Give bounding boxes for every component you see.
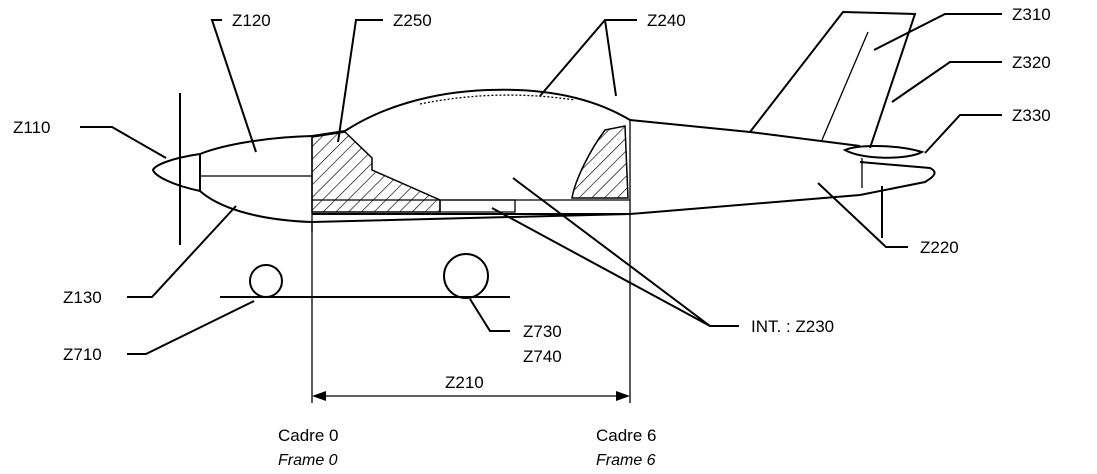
label-cadre-6: Cadre 6 xyxy=(596,426,656,445)
label-z730: Z730 xyxy=(523,322,562,341)
leader-lines xyxy=(80,13,1002,355)
arrow-right-icon xyxy=(616,391,630,401)
vertical-fin xyxy=(749,10,917,149)
canopy-outline xyxy=(311,88,631,137)
arrow-left-icon xyxy=(312,391,326,401)
aircraft-outline xyxy=(151,10,936,245)
label-z740: Z740 xyxy=(523,347,562,366)
frame-labels: Cadre 0 Frame 0 Cadre 6 Frame 6 xyxy=(278,426,656,469)
main-wheel xyxy=(443,253,489,299)
label-frame-0: Frame 0 xyxy=(278,452,338,469)
label-z220: Z220 xyxy=(920,238,959,257)
label-z130: Z130 xyxy=(63,288,102,307)
label-z210: Z210 xyxy=(445,373,484,392)
hatch-front-zone xyxy=(311,131,441,213)
cowling-top xyxy=(199,135,313,155)
zone-labels: Z110 Z120 Z250 Z240 Z310 Z320 Z330 Z220 … xyxy=(13,5,1051,392)
label-z120: Z120 xyxy=(232,11,271,30)
label-z330: Z330 xyxy=(1012,106,1051,125)
hatch-rear-zone xyxy=(571,125,629,199)
label-z250: Z250 xyxy=(393,11,432,30)
nose-wheel xyxy=(249,264,283,298)
label-z320: Z320 xyxy=(1012,53,1051,72)
label-z240: Z240 xyxy=(647,11,686,30)
label-z710: Z710 xyxy=(63,345,102,364)
landing-gear xyxy=(220,253,510,299)
label-z310: Z310 xyxy=(1012,5,1051,24)
frame-markers xyxy=(311,214,631,403)
label-int-z230: INT. : Z230 xyxy=(751,317,834,336)
hatched-zones xyxy=(311,125,629,213)
label-frame-6: Frame 6 xyxy=(596,452,656,469)
label-z110: Z110 xyxy=(13,118,51,137)
label-cadre-0: Cadre 0 xyxy=(278,426,338,445)
spinner xyxy=(151,153,201,192)
cowling-bottom xyxy=(199,190,313,223)
horizontal-stabilizer xyxy=(842,145,925,159)
